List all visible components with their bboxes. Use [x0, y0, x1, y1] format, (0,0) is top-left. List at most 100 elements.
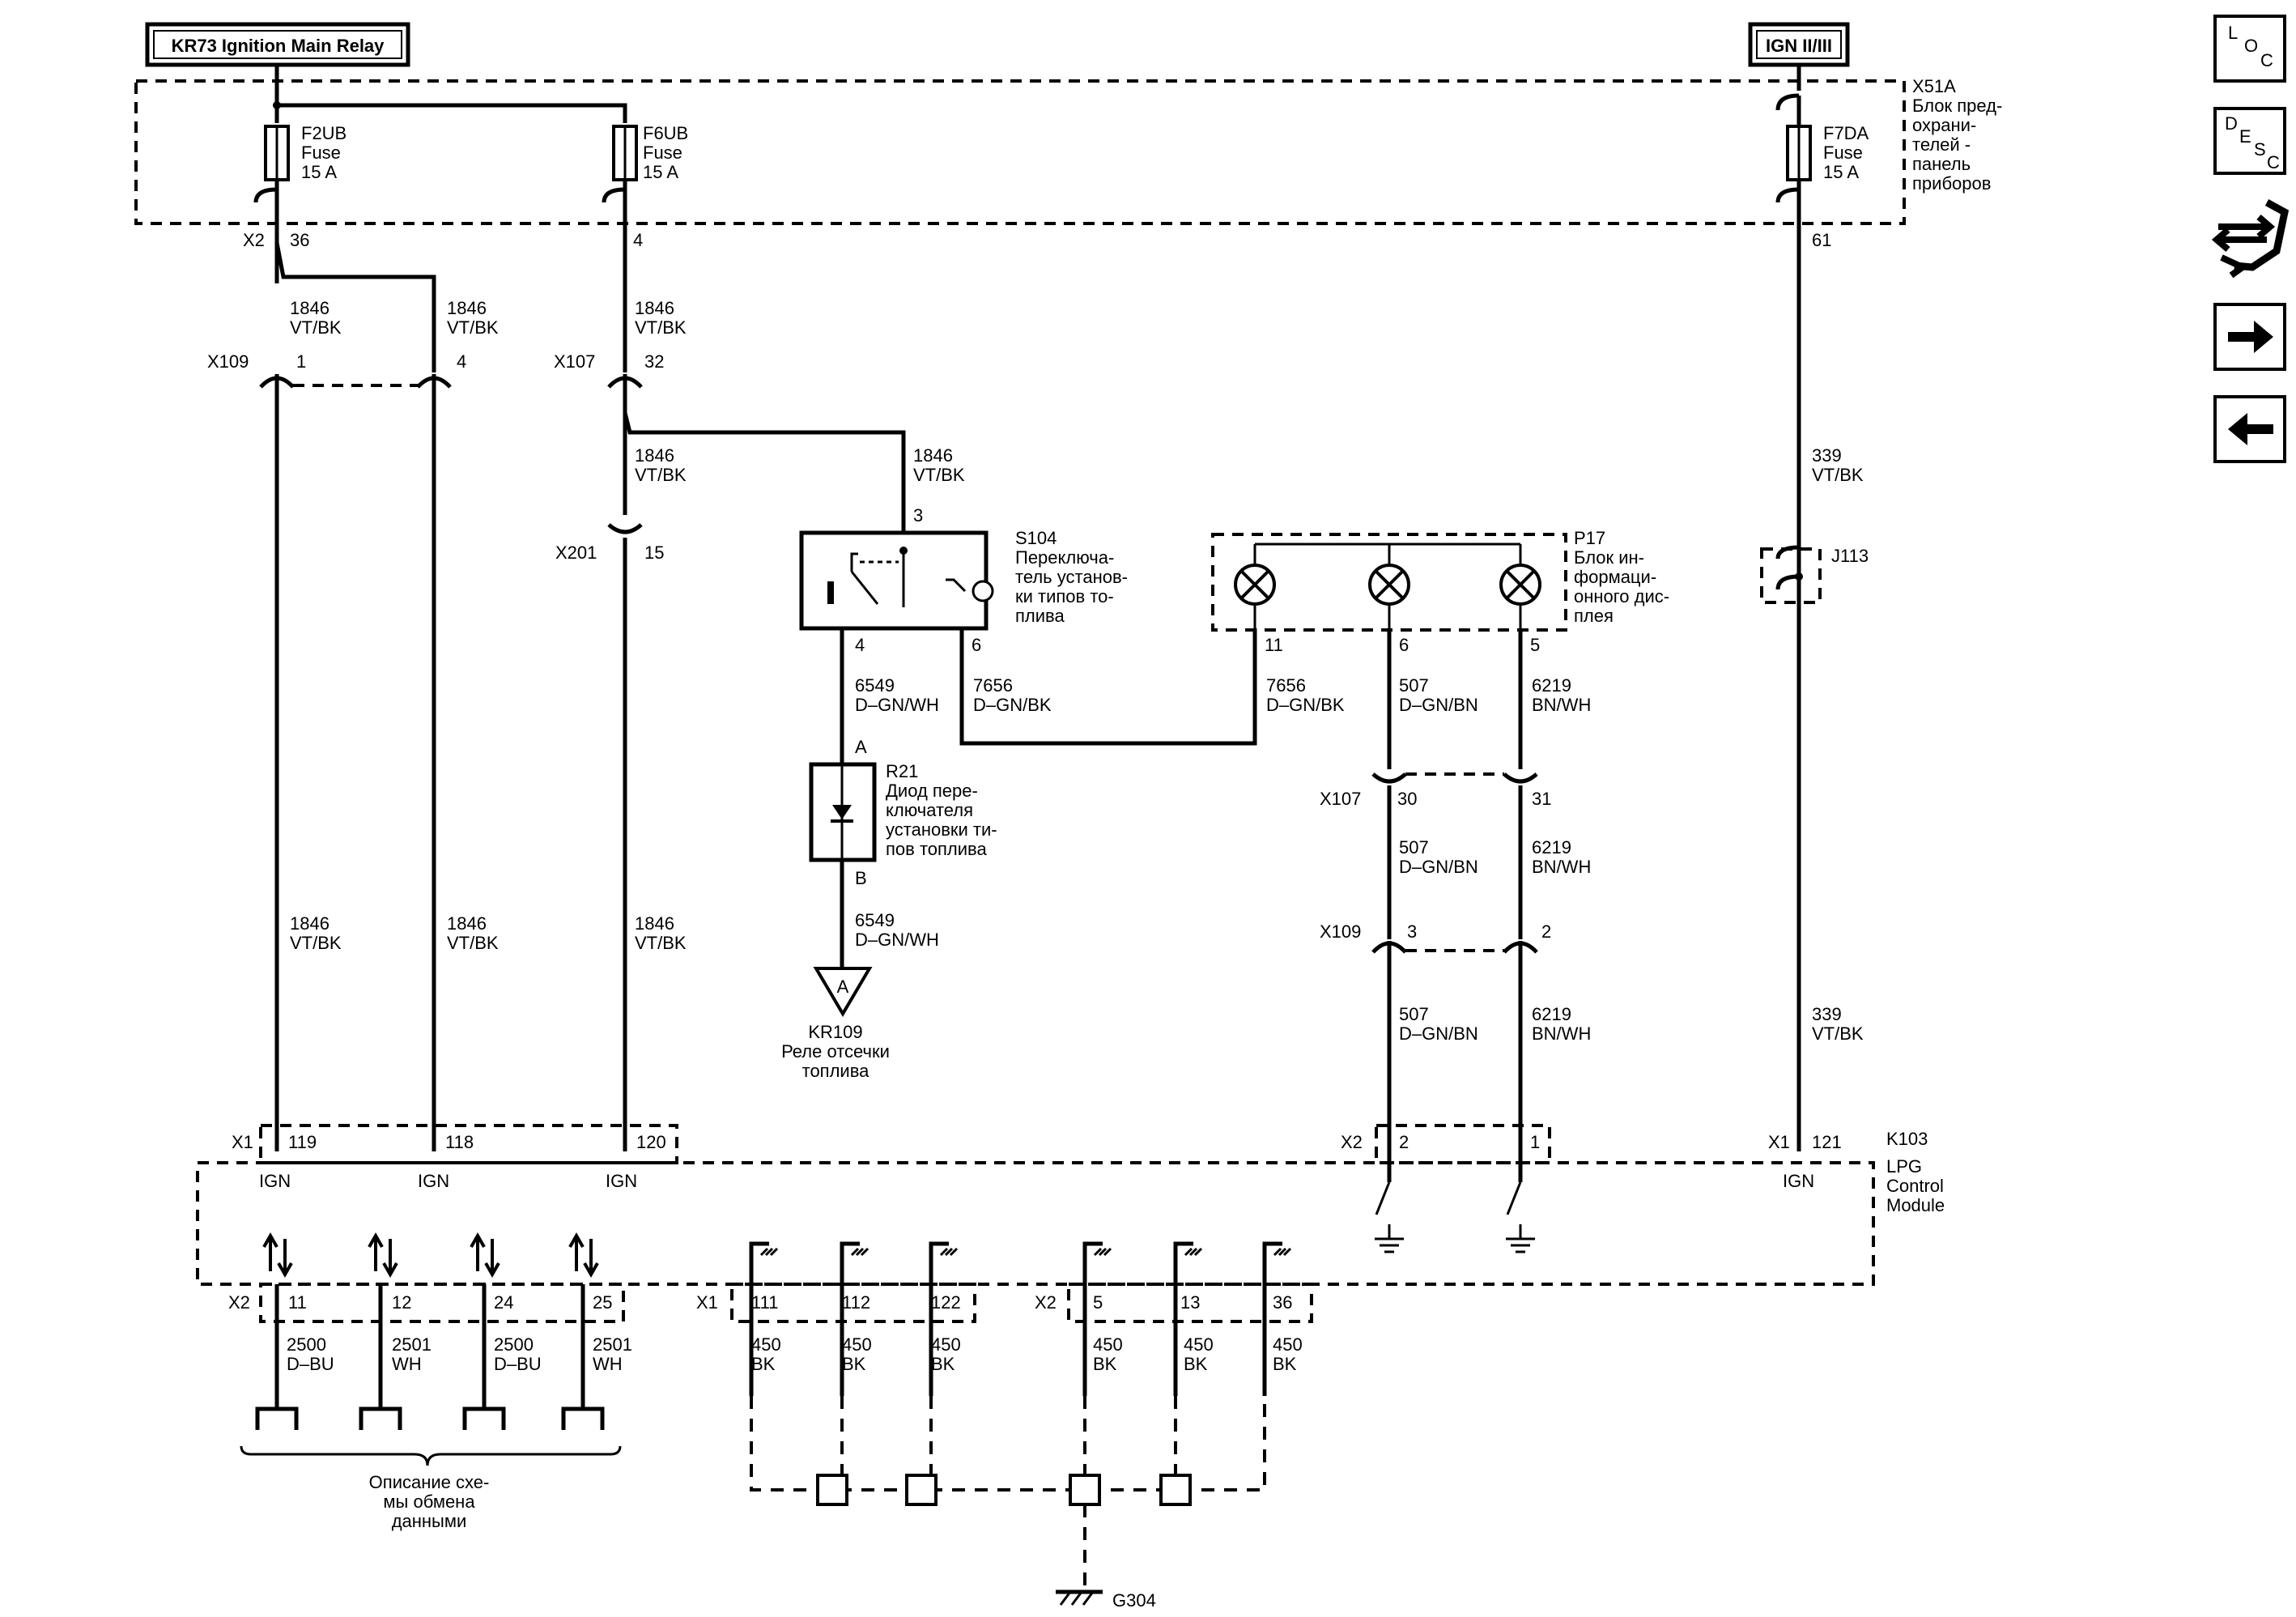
- wire-to-s104: [623, 412, 906, 551]
- w2500-a-col: D–BU: [287, 1354, 334, 1374]
- desc-letter-e: E: [2239, 126, 2251, 147]
- fuse-block-desc-2: охрани-: [1912, 115, 1976, 135]
- diode-r21: R21 Диод пере- ключателя установки ти- п…: [809, 761, 997, 862]
- desc-letter-d: D: [2225, 113, 2238, 134]
- k103-pin-120: 120: [636, 1132, 666, 1152]
- forward-arrow-button[interactable]: [2213, 303, 2286, 371]
- wire-1846-down-left: [274, 374, 436, 1151]
- k103-pin-11: 11: [288, 1292, 307, 1313]
- x109-top-pin4: 4: [457, 351, 466, 372]
- lamp-icon-3: [1499, 544, 1541, 630]
- w507-a-col: D–GN/BN: [1399, 695, 1478, 715]
- s104-desc-4: плива: [1015, 606, 1065, 626]
- x109-mid-pin3: 3: [1407, 921, 1417, 942]
- ground-g304-label: G304: [1112, 1590, 1156, 1611]
- k103-x2-bottom-label: X2: [228, 1292, 250, 1313]
- k103-pin-121: 121: [1812, 1132, 1842, 1152]
- p17-desc-1: Блок ин-: [1574, 547, 1644, 568]
- k103-pin-36: 36: [1273, 1292, 1292, 1313]
- desc-button[interactable]: D E S C: [2213, 107, 2286, 175]
- w7656-a-num: 7656: [973, 675, 1013, 696]
- data-bus-wires: [274, 1284, 585, 1409]
- connector-tool-icon[interactable]: [2211, 199, 2290, 279]
- fuse-block-outline: [134, 79, 1906, 225]
- w2500-b-col: D–BU: [494, 1354, 542, 1374]
- k103-ign-3: IGN: [606, 1171, 637, 1191]
- w6549-a-num: 6549: [855, 675, 895, 696]
- w6219-b-num: 6219: [1532, 837, 1571, 857]
- fuse-f2ub-rating: 15 A: [301, 162, 337, 182]
- p17-desc-4: плея: [1574, 606, 1614, 626]
- w6219-a-num: 6219: [1532, 675, 1571, 696]
- k103-x2-bottom-conn: [259, 1283, 625, 1323]
- w1846-c-num: 1846: [635, 298, 674, 318]
- k103-internal-switch-2: [1506, 1181, 1535, 1253]
- x2-label: X2: [243, 230, 265, 250]
- lamp-icon-2: [1368, 544, 1410, 630]
- k103-x2-bottom2-label: X2: [1035, 1292, 1057, 1313]
- w1846-g-num: 1846: [447, 913, 487, 934]
- w1846-e-col: VT/BK: [913, 465, 965, 485]
- s104-desc-1: Переключа-: [1015, 547, 1114, 568]
- wire-f7da-out: [1775, 180, 1801, 1151]
- x109-mid-pin2: 2: [1541, 921, 1551, 942]
- p17-pin-5: 5: [1530, 635, 1540, 655]
- s104-pin-4: 4: [855, 635, 865, 655]
- kr109-desc-2: топлива: [802, 1061, 870, 1081]
- k103-pin-112: 112: [842, 1292, 870, 1313]
- w450-2-col: BK: [842, 1354, 866, 1374]
- k103-module-outline: [196, 1161, 1875, 1286]
- k103-desc-3: Module: [1886, 1195, 1945, 1215]
- k103-pin-1: 1: [1530, 1132, 1540, 1152]
- wires-507-6219-a: [1387, 630, 1523, 764]
- chassis-ground-icon: [1056, 1589, 1103, 1606]
- w2500-b-num: 2500: [494, 1334, 534, 1355]
- wire-ign-to-f7da: [1775, 65, 1801, 126]
- w2501-a-num: 2501: [392, 1334, 432, 1355]
- w1846-f-col: VT/BK: [290, 933, 342, 953]
- w7656-b-col: D–GN/BK: [1266, 695, 1345, 715]
- back-arrow-button[interactable]: [2213, 395, 2286, 463]
- k103-pin-111: 111: [751, 1292, 778, 1313]
- k103-pin-24: 24: [494, 1292, 513, 1313]
- loc-button[interactable]: L O C: [2213, 15, 2286, 83]
- k103-pin-12: 12: [392, 1292, 411, 1313]
- w2501-a-col: WH: [392, 1354, 422, 1374]
- k103-pin-13: 13: [1180, 1292, 1200, 1313]
- p17-desc-2: формаци-: [1574, 567, 1656, 587]
- k103-ign-4: IGN: [1783, 1171, 1814, 1191]
- k103-ign-1: IGN: [259, 1171, 291, 1191]
- k103-pin-25: 25: [593, 1292, 612, 1313]
- x201-id: X201: [555, 543, 597, 563]
- k103-x1-top-conn: [259, 1124, 678, 1164]
- r21-desc-2: ключателя: [886, 800, 973, 820]
- w6219-c-num: 6219: [1532, 1004, 1571, 1024]
- arrow-right-icon: [2228, 321, 2273, 353]
- ign-ii-iii-box: IGN II/III: [1748, 22, 1850, 67]
- w339-a-col: VT/BK: [1812, 465, 1864, 485]
- k103-pin-122: 122: [931, 1292, 961, 1313]
- r21-pin-b: B: [855, 868, 867, 888]
- p17-pin-11: 11: [1265, 635, 1283, 655]
- p17-desc-3: онного дис-: [1574, 586, 1669, 606]
- r21-desc-1: Диод пере-: [886, 781, 978, 801]
- w450-6-col: BK: [1273, 1354, 1297, 1374]
- w450-2-num: 450: [842, 1334, 872, 1355]
- w339-b-num: 339: [1812, 1004, 1842, 1024]
- p17-pin-6: 6: [1399, 635, 1409, 655]
- w450-4-col: BK: [1093, 1354, 1117, 1374]
- k103-pin-119: 119: [288, 1132, 317, 1152]
- w7656-a-col: D–GN/BK: [973, 695, 1052, 715]
- fuse-block-desc-1: Блок пред-: [1912, 96, 2002, 116]
- k103-x1-bottom-label: X1: [696, 1292, 718, 1313]
- wire-1846-branch: [274, 242, 436, 372]
- arrow-left-icon: [2228, 413, 2273, 445]
- x107-mid-pin31: 31: [1532, 789, 1551, 809]
- data-arrows-icons: [262, 1232, 599, 1279]
- w339-a-num: 339: [1812, 445, 1842, 466]
- k103-pin-2: 2: [1399, 1132, 1409, 1152]
- w450-5-num: 450: [1184, 1334, 1214, 1355]
- x107-mid-pin30: 30: [1397, 789, 1417, 809]
- wire-f6ub-out: [602, 180, 627, 372]
- pin-61: 61: [1812, 230, 1831, 250]
